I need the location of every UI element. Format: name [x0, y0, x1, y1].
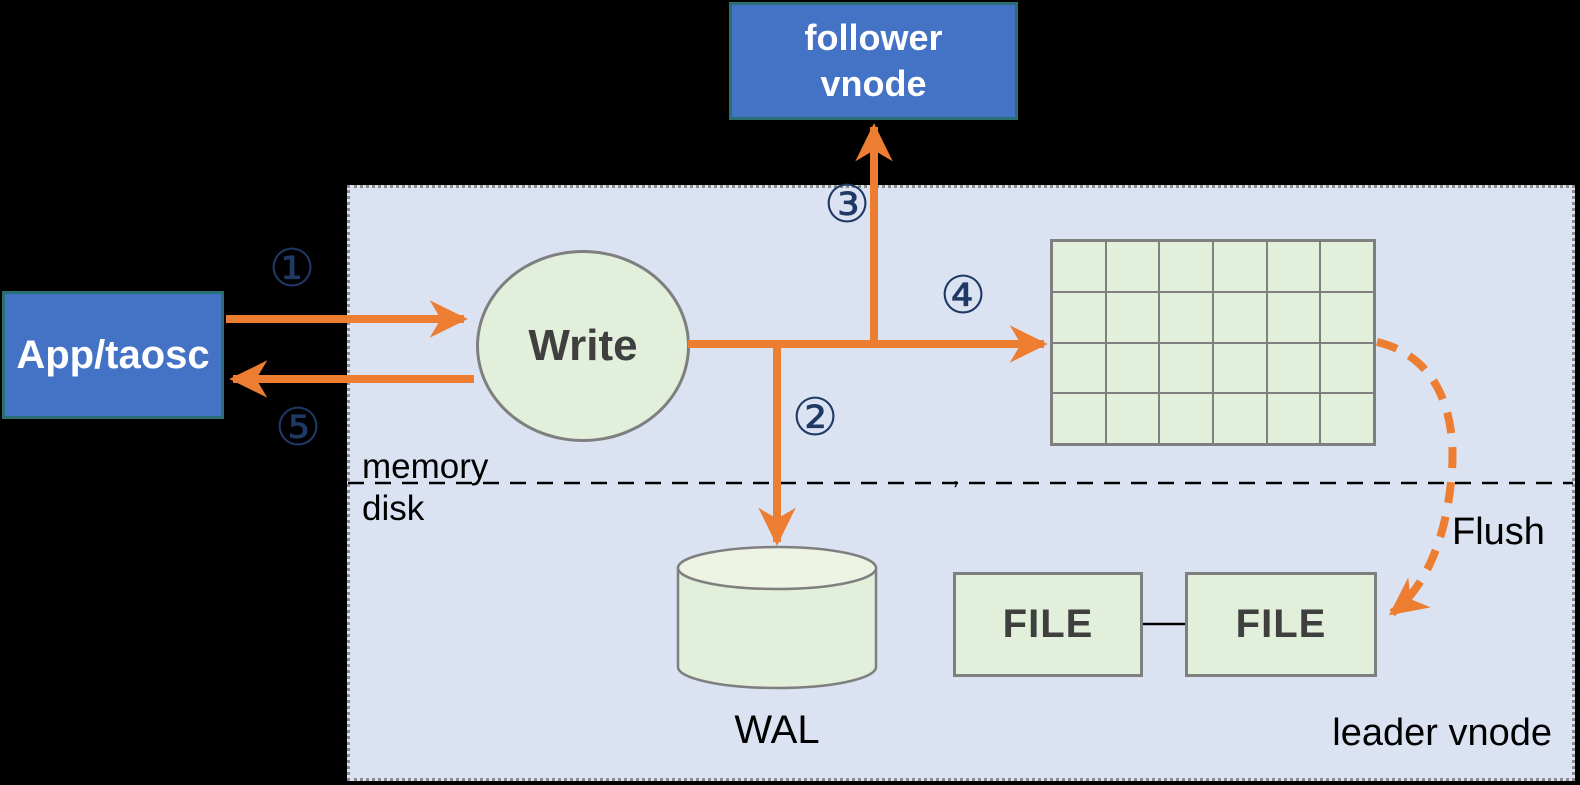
memtable-cell: [1105, 393, 1160, 444]
memtable-cell: [1105, 241, 1160, 292]
step-3-badge: ③: [823, 175, 871, 235]
memtable-cell: [1266, 342, 1321, 394]
step-2-badge: ②: [791, 388, 839, 448]
memtable-grid: [1050, 239, 1376, 446]
memtable-cell: [1266, 291, 1321, 343]
follower-vnode-label: follower vnode: [804, 17, 943, 104]
follower-vnode-node: follower vnode: [729, 2, 1018, 120]
memtable-cell: [1320, 342, 1374, 394]
memtable-cell: [1213, 291, 1267, 343]
leader-vnode-label: leader vnode: [1332, 712, 1552, 754]
stray-comma-mark: ,: [952, 460, 960, 490]
memtable-cell: [1159, 291, 1213, 343]
memtable-cell: [1052, 342, 1106, 394]
file-node-right: FILE: [1185, 572, 1377, 677]
memtable-cell: [1159, 342, 1213, 394]
disk-label: disk: [362, 489, 425, 528]
memtable-cell: [1159, 241, 1213, 292]
memtable-cell: [1213, 241, 1267, 292]
memory-label: memory: [362, 447, 489, 486]
memtable-cell: [1320, 241, 1374, 292]
app-taosc-label: App/taosc: [16, 332, 210, 377]
memtable-cell: [1213, 342, 1267, 394]
app-taosc-node: App/taosc: [2, 291, 224, 419]
memtable-cell: [1320, 393, 1374, 444]
step-5-badge: ⑤: [274, 398, 322, 458]
memtable-cell: [1105, 342, 1160, 394]
memtable-cell: [1266, 241, 1321, 292]
wal-label: WAL: [734, 708, 820, 752]
memtable-cell: [1105, 291, 1160, 343]
file-right-label: FILE: [1235, 602, 1327, 646]
memtable-cell: [1052, 393, 1106, 444]
file-node-left: FILE: [953, 572, 1143, 677]
memtable-cell: [1159, 393, 1213, 444]
flush-label: Flush: [1452, 511, 1545, 553]
step-4-badge: ④: [939, 266, 987, 326]
step-1-badge: ①: [268, 239, 316, 299]
file-left-label: FILE: [1002, 602, 1094, 646]
memtable-cell: [1052, 291, 1106, 343]
memtable-cell: [1266, 393, 1321, 444]
memtable-cell: [1213, 393, 1267, 444]
memtable-cell: [1052, 241, 1106, 292]
memtable-cell: [1320, 291, 1374, 343]
write-label: Write: [528, 321, 638, 370]
write-process-node: Write: [476, 250, 690, 442]
